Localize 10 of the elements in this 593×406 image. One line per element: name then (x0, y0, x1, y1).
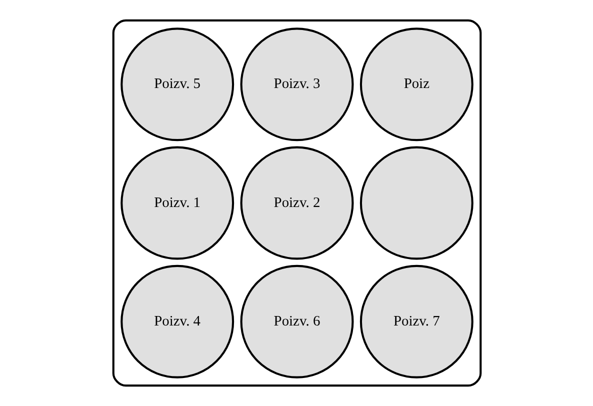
node-circle: Poizv. 5 (120, 28, 234, 142)
node-circle: Poizv. 6 (240, 264, 354, 378)
node-circle: Poizv. 1 (120, 146, 234, 260)
cluster (112, 19, 482, 387)
node-circle (359, 146, 473, 260)
node-circle: Poizv. 7 (359, 264, 473, 378)
node-circle: Poizv. 4 (120, 264, 234, 378)
node-circle: Poizv. 3 (240, 28, 354, 142)
node-circle: Poiz (359, 28, 473, 142)
node-circle: Poizv. 2 (240, 146, 354, 260)
